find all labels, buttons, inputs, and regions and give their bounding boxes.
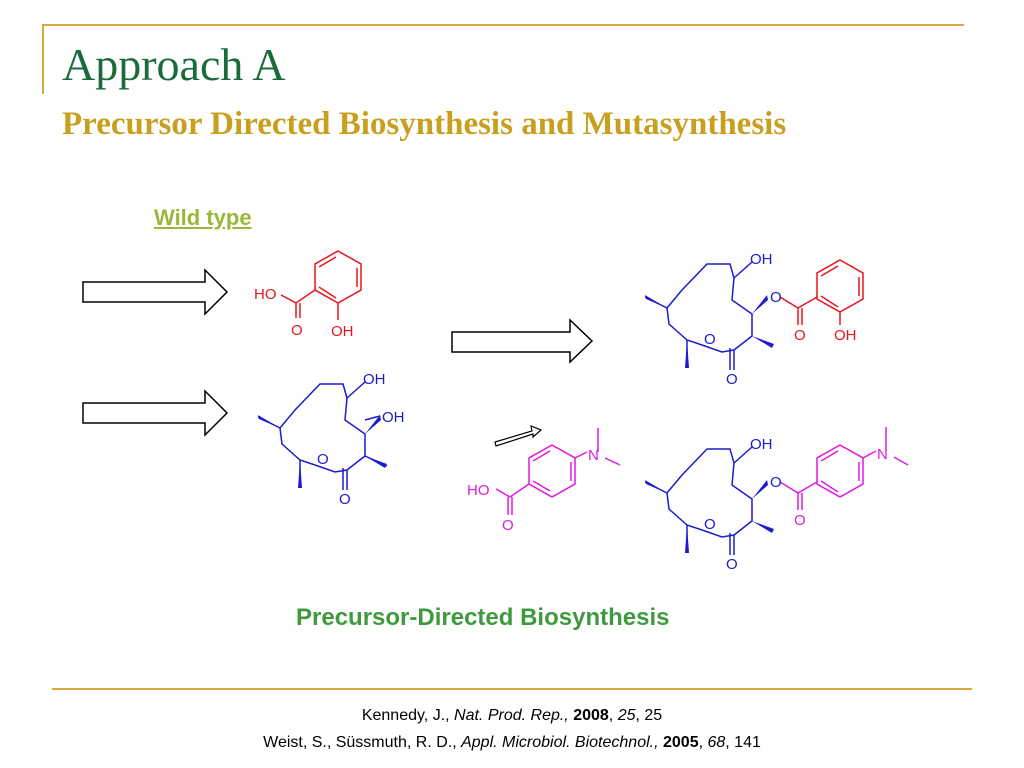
salicylic-o-label: O xyxy=(291,322,303,339)
reference-1-year: 2008 xyxy=(573,707,609,724)
reference-2-page: 141 xyxy=(734,734,761,751)
product-bottom-o-acyl-label: O xyxy=(794,512,806,529)
slide-title: Approach A xyxy=(62,39,286,90)
reference-2-journal: Appl. Microbiol. Biotechnol., xyxy=(461,734,659,751)
reference-1-authors: Kennedy, J., xyxy=(361,707,455,724)
arrow-wild-type-acid xyxy=(82,268,229,316)
reference-1-volume: 25 xyxy=(617,707,636,724)
reference-2-year: 2005 xyxy=(663,734,699,751)
reference-2-volume: 68 xyxy=(707,734,726,751)
arrow-wild-type-macrolactone xyxy=(82,389,229,437)
macrolactone-oh2-label: OH xyxy=(382,409,405,426)
reference-2: Weist, S., Süssmuth, R. D., Appl. Microb… xyxy=(263,734,761,751)
product-bottom-n-label: N xyxy=(877,446,888,463)
product-top-o-ester-label: O xyxy=(770,289,782,306)
scheme-caption: Precursor-Directed Biosynthesis xyxy=(296,604,670,631)
macrolactone: OH OH O O xyxy=(257,371,405,508)
frame-left-rule xyxy=(42,24,44,94)
footer-rule xyxy=(52,688,972,690)
product-bottom-o-carbonyl-label: O xyxy=(726,556,738,573)
frame-top-rule xyxy=(42,24,964,26)
arrow-mutasynthesis-small xyxy=(494,425,543,447)
product-top-o-ring-label: O xyxy=(704,331,716,348)
product-top-oh-label: OH xyxy=(750,251,773,268)
salicylic-acid xyxy=(280,250,362,320)
reference-1: Kennedy, J., Nat. Prod. Rep., 2008, 25, … xyxy=(361,707,663,724)
salicylic-ho-label: HO xyxy=(254,286,277,303)
dma-ho-label: HO xyxy=(467,482,490,499)
product-salicylate-ester: OH O O O O OH xyxy=(644,251,864,388)
reference-1-journal: Nat. Prod. Rep., xyxy=(454,707,569,724)
product-top-o-carbonyl-label: O xyxy=(726,371,738,388)
macrolactone-oh1-label: OH xyxy=(363,371,386,388)
wild-type-label: Wild type xyxy=(154,205,252,230)
dma-o-label: O xyxy=(502,517,514,534)
macrolactone-o-carbonyl-label: O xyxy=(339,491,351,508)
dma-n-label: N xyxy=(588,447,599,464)
macrolactone-o-ring-label: O xyxy=(317,451,329,468)
reference-1-page: 25 xyxy=(644,707,663,724)
product-bottom-o-ester-label: O xyxy=(770,474,782,491)
product-bottom-o-ring-label: O xyxy=(704,516,716,533)
slide-subtitle: Precursor Directed Biosynthesis and Muta… xyxy=(62,106,787,142)
reference-2-authors: Weist, S., Süssmuth, R. D., xyxy=(263,734,462,751)
product-top-o-acyl-label: O xyxy=(794,327,806,344)
dimethylaminobenzoic-acid xyxy=(495,428,621,515)
product-top-oh-aryl-label: OH xyxy=(834,327,857,344)
reaction-scheme: HO O OH OH OH O O xyxy=(82,250,909,573)
salicylic-oh-label: OH xyxy=(331,323,354,340)
arrow-to-product xyxy=(451,318,594,364)
product-bottom-oh-label: OH xyxy=(750,436,773,453)
product-dimethylaminobenzoate-ester: OH O O O O N xyxy=(644,427,909,573)
